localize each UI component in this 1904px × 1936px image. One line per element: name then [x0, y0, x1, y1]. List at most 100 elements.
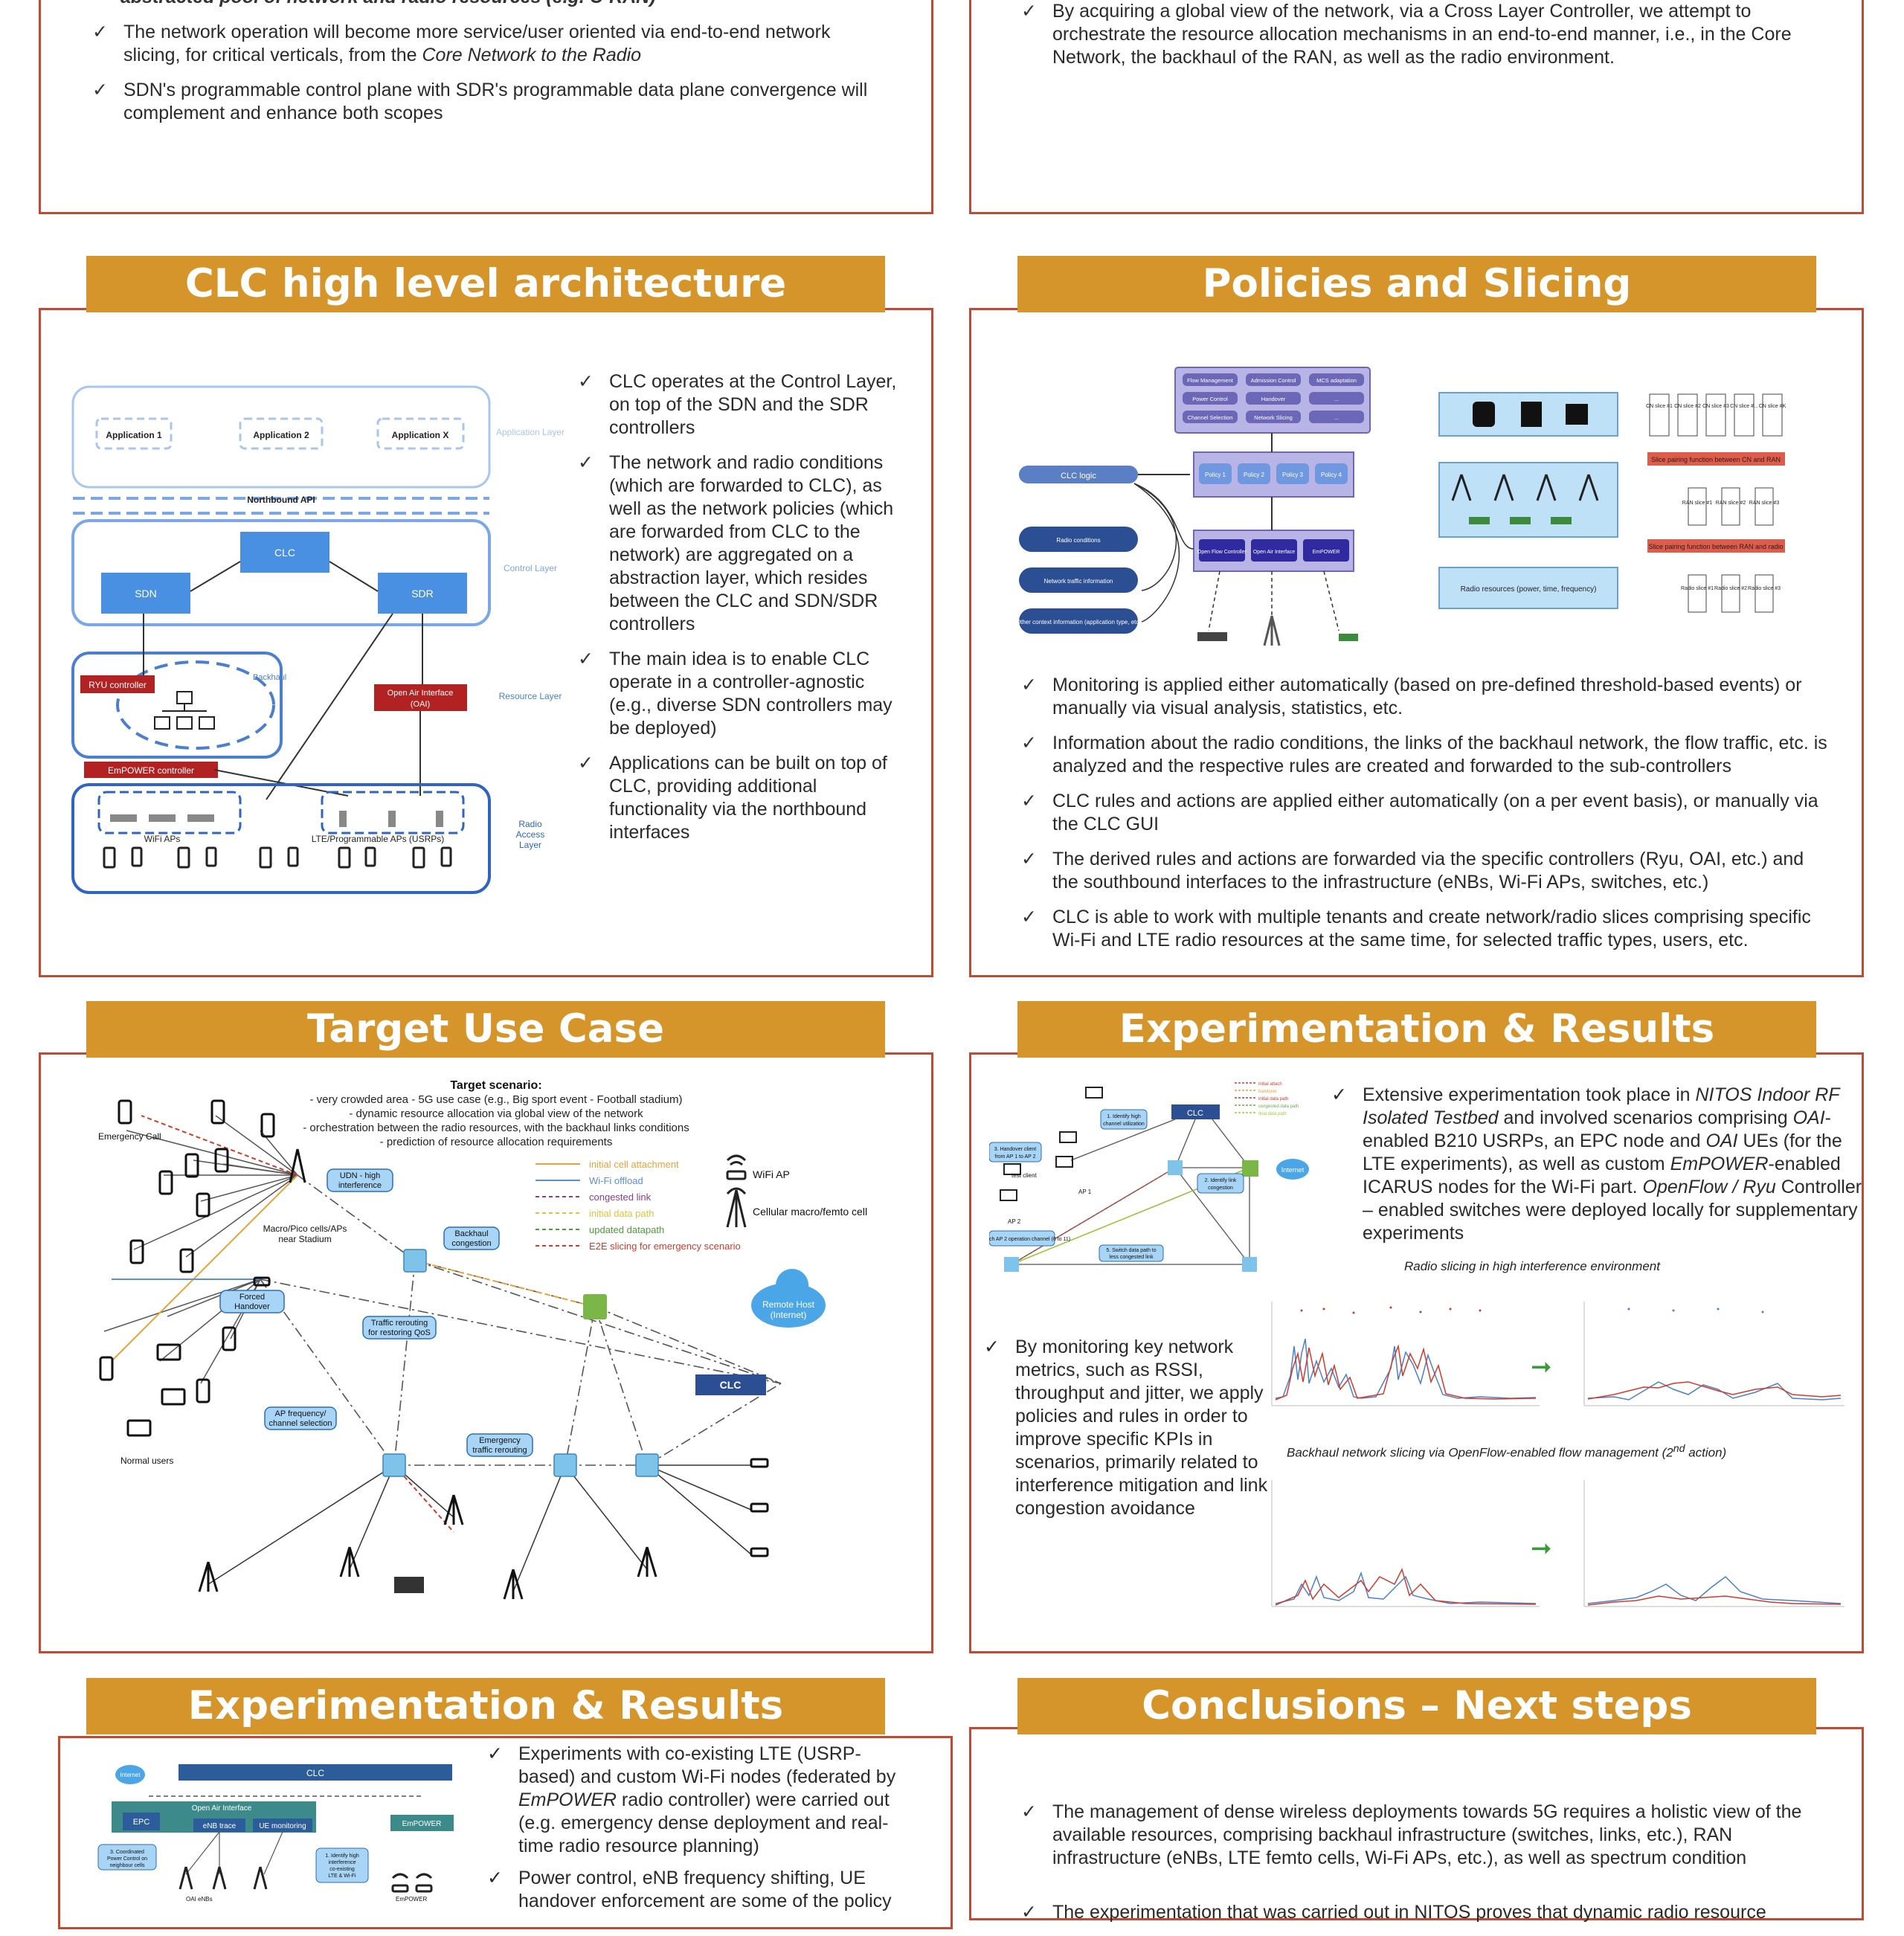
ran-layer-label: Radio [518, 819, 542, 829]
bullet-item: ✓Power control, eNB frequency shifting, … [487, 1868, 892, 1911]
top-box-label: MCS adaptation [1316, 377, 1357, 384]
svg-text:traffic rerouting: traffic rerouting [472, 1446, 527, 1455]
bullet-item: ✓Experiments with co-existing LTE (USRP-… [487, 1743, 896, 1856]
clc-title: CLC high level architecture [86, 256, 885, 312]
exp1-clc-label: CLC [1187, 1109, 1203, 1118]
emergency-rerouting-1: Emergency [479, 1436, 521, 1445]
policies-bullets: Monitoring is applied either automatical… [1021, 674, 1832, 964]
ran-slice-label: RAN slice #1 [1682, 501, 1713, 506]
wifi-ap-label: WiFi AP [753, 1168, 790, 1180]
udn-label-1: UDN - high [340, 1171, 380, 1180]
conclusions-bullets: The management of dense wireless deploym… [1021, 1801, 1832, 1936]
top-box-label: ... [1334, 396, 1339, 402]
resource-layer-label: Resource Layer [499, 691, 562, 701]
backhaul-label: Backhaul [253, 673, 286, 682]
top-box-label: Power Control [1192, 396, 1228, 402]
top-box-label: ... [1334, 414, 1339, 421]
exp2-oai-enbs: OAI eNBs [186, 1896, 213, 1903]
exp2-identify-1: 1. Identify high [325, 1853, 359, 1859]
policy-label: Policy 1 [1205, 472, 1226, 478]
exp2-empower: EmPOWER [402, 1820, 442, 1828]
lte-aps-label: LTE/Programmable APs (USRPs) [312, 834, 445, 844]
exp2-coord-1: 3. Coordinated [110, 1850, 144, 1855]
policy-label: Policy 3 [1282, 472, 1304, 478]
policy-label: Policy 2 [1244, 472, 1265, 478]
traffic-rerouting-1: Traffic rerouting [371, 1319, 428, 1328]
svg-text:interference: interference [329, 1860, 356, 1865]
top-right-bullets: By acquiring a global view of the networ… [1021, 0, 1817, 81]
target-title: Target Use Case [86, 1001, 885, 1058]
policies-title: Policies and Slicing [1017, 256, 1816, 312]
exp1-caption-2: Backhaul network slicing via OpenFlow-en… [1287, 1443, 1727, 1460]
controller-label: Open Flow Controller [1197, 550, 1247, 555]
cellular-label: Cellular macro/femto cell [753, 1206, 867, 1218]
legend-label: updated datapath [589, 1224, 664, 1235]
legend-label: initial data path [1258, 1097, 1288, 1102]
radio-slice-label: Radio slice #2 [1714, 586, 1747, 591]
exp1-caption-1: Radio slicing in high interference envir… [1404, 1259, 1660, 1273]
ap-freq-1: AP frequency/ [275, 1409, 327, 1418]
svg-text:Access: Access [516, 829, 545, 840]
svg-text:interference: interference [338, 1181, 382, 1190]
svg-text:congestion: congestion [451, 1239, 491, 1248]
legend-label: handover [1258, 1090, 1277, 1094]
bullet-item: The derived rules and actions are forwar… [1021, 848, 1832, 894]
bullet-item: By acquiring a global view of the networ… [1021, 0, 1817, 69]
arrow-right-icon-1: ➞ [1531, 1353, 1552, 1381]
target-diagram: Target scenario: - very crowded area - 5… [98, 1079, 867, 1600]
bullet-item: Applications can be built on top of CLC,… [578, 752, 905, 844]
pair-ran-radio-label: Slice pairing function between RAN and r… [1648, 543, 1783, 550]
bullet-item: The network operation will become more s… [92, 21, 873, 67]
top-box-label: Handover [1261, 396, 1286, 402]
exp1-lbl-5: 5. Switch data path to [1106, 1248, 1156, 1253]
appx-label: Application X [392, 430, 449, 440]
svg-text:Handover: Handover [234, 1302, 270, 1311]
scenario-line-4: - prediction of resource allocation requ… [380, 1136, 613, 1148]
bullet-item: Information about the radio conditions, … [1021, 732, 1832, 778]
clc-bullets: CLC operates at the Control Layer, on to… [578, 370, 905, 856]
chart-backhaul-after [1583, 1480, 1844, 1607]
macro-label-1: Macro/Pico cells/APs [263, 1223, 347, 1234]
exp2-enb-trace: eNB trace [203, 1822, 237, 1830]
svg-text:Power Control on: Power Control on [107, 1856, 147, 1862]
exp2-clc-label: CLC [306, 1768, 324, 1778]
exp2-ue-mon: UE monitoring [259, 1822, 306, 1830]
top-left-bullets: The network operation will become more s… [92, 21, 873, 137]
exp2-internet-label: Internet [120, 1772, 141, 1778]
exp1-bullet: ✓Extensive experimentation took place in… [1331, 1084, 1862, 1244]
top-box-label: Admission Control [1251, 377, 1296, 384]
radio-slice-label: Radio slice #3 [1748, 586, 1781, 591]
northbound-label: Northbound API [247, 495, 315, 505]
chart-radio-after [1583, 1302, 1844, 1406]
svg-text:from AP 1 to AP 2: from AP 1 to AP 2 [995, 1154, 1036, 1160]
sdr-box-label: SDR [411, 588, 434, 599]
chart-radio-before [1271, 1302, 1540, 1406]
bullet-item: CLC operates at the Control Layer, on to… [578, 370, 905, 440]
bullet-item: The management of dense wireless deploym… [1021, 1801, 1832, 1870]
exp1-bullet-2: ✓By monitoring key network metrics, such… [984, 1337, 1268, 1519]
svg-text:Layer: Layer [519, 840, 541, 850]
input-label: Network traffic information [1044, 578, 1113, 585]
forced-handover-1: Forced [239, 1293, 265, 1302]
conclusions-title: Conclusions – Next steps [1017, 1678, 1816, 1734]
exp1-lbl-3: 2. Identify link [1205, 1178, 1237, 1183]
sdn-box-label: SDN [135, 588, 157, 599]
scenario-line-1: - very crowded area - 5G use case (e.g.,… [309, 1093, 682, 1106]
wifi-aps-label: WiFi APs [144, 834, 181, 844]
exp1-lbl-2: 3. Handover client [994, 1147, 1036, 1152]
chart-backhaul-before [1271, 1480, 1540, 1607]
svg-text:congestion: congestion [1208, 1186, 1233, 1191]
input-label: Other context information (application t… [1016, 619, 1141, 625]
exp2-empower-small: EmPOWER [396, 1896, 427, 1903]
legend-label: final data path [1258, 1112, 1287, 1116]
scenario-title: Target scenario: [450, 1079, 541, 1092]
app-layer-label: Application Layer [496, 427, 565, 437]
radio-resources-label: Radio resources (power, time, frequency) [1461, 585, 1597, 594]
exp2-diagram: CLC Internet Open Air Interface EPC eNB … [97, 1764, 454, 1903]
exp2-epc-label: EPC [133, 1818, 150, 1827]
bullet-item: SDN's programmable control plane with SD… [92, 79, 873, 125]
legend-label: initial data path [589, 1208, 654, 1219]
app1-label: Application 1 [106, 430, 162, 440]
ran-slice-label: RAN slice #3 [1749, 501, 1780, 506]
policy-label: Policy 4 [1321, 472, 1342, 478]
